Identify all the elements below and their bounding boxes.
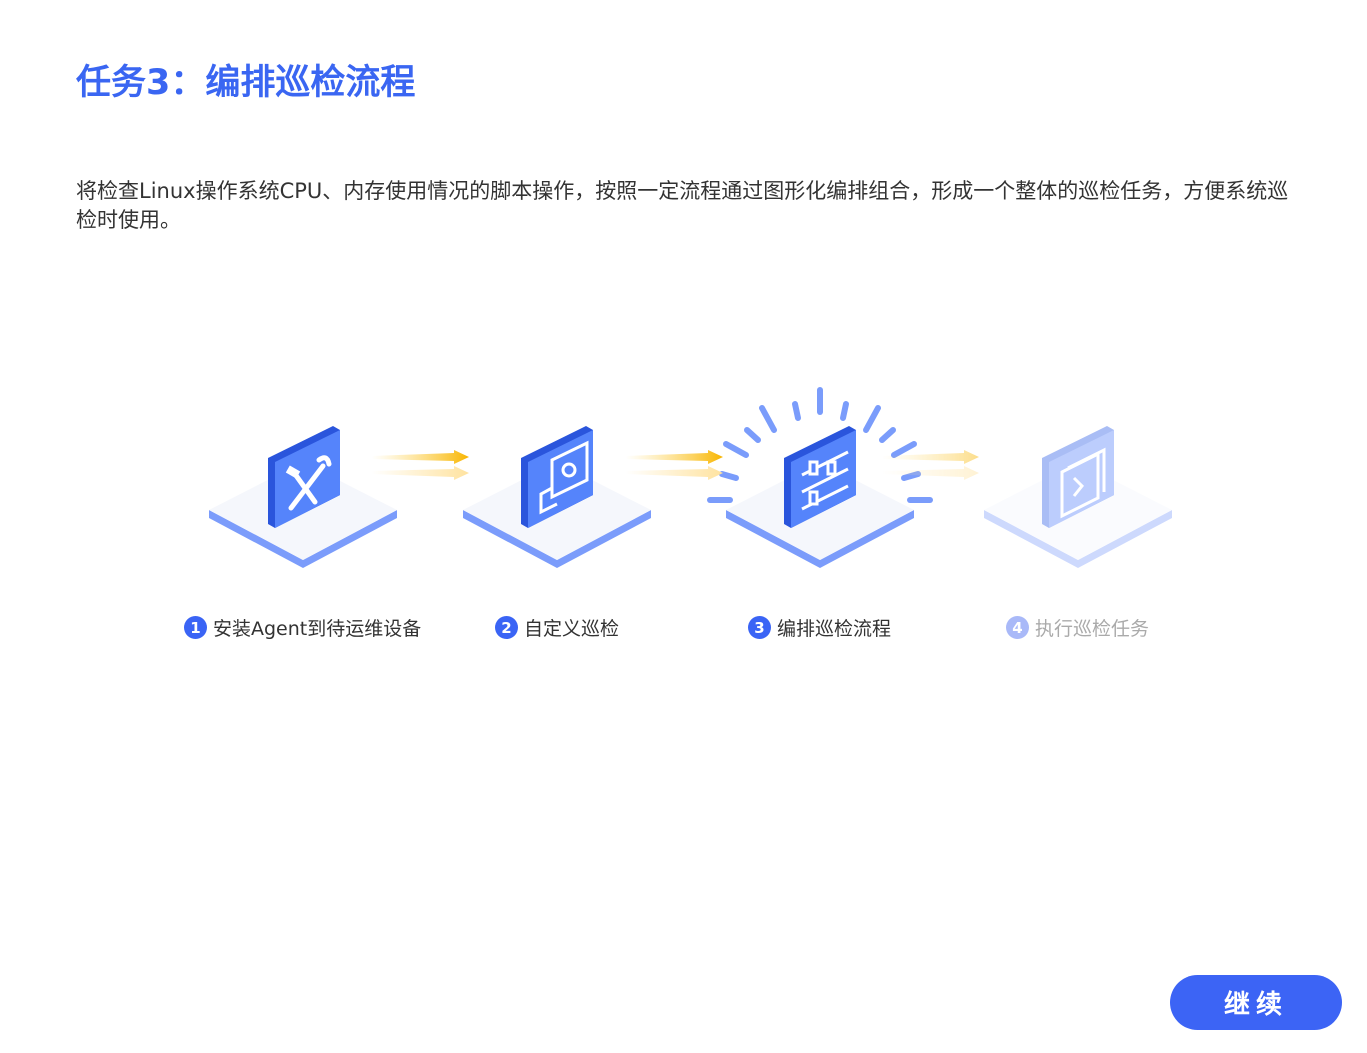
step-label-text: 执行巡检任务	[1035, 618, 1150, 640]
wrench-screwdriver-icon	[268, 426, 340, 528]
sliders-icon	[784, 426, 856, 528]
step-2-illustration	[463, 426, 651, 568]
step-number-badge: 2	[495, 616, 518, 639]
step-4-label: 4 执行巡检任务	[1006, 614, 1149, 641]
step-number-badge: 1	[184, 616, 207, 639]
step-label-text: 自定义巡检	[524, 618, 620, 640]
task-description: 将检查Linux操作系统CPU、内存使用情况的脚本操作，按照一定流程通过图形化编…	[76, 179, 1289, 232]
continue-button[interactable]: 继续	[1170, 975, 1342, 1030]
step-1-illustration	[209, 426, 397, 568]
step-number-badge: 3	[748, 616, 771, 639]
flow-arrow-2	[626, 450, 723, 480]
flow-arrow-1	[372, 450, 469, 480]
step-label-text: 编排巡检流程	[777, 618, 892, 640]
step-3-label: 3 编排巡检流程	[748, 614, 891, 641]
monitor-gear-icon	[521, 426, 593, 528]
step-number-badge: 4	[1006, 616, 1029, 639]
step-3-illustration	[707, 387, 933, 568]
terminal-window-icon	[1042, 426, 1114, 528]
step-2-label: 2 自定义巡检	[495, 614, 619, 641]
step-1-label: 1 安装Agent到待运维设备	[184, 614, 421, 641]
step-4-illustration	[984, 426, 1172, 568]
page-title: 任务3：编排巡检流程	[76, 63, 416, 103]
highlight-rays	[707, 387, 933, 503]
step-label-text: 安装Agent到待运维设备	[213, 618, 422, 640]
flow-arrow-3	[882, 450, 979, 480]
